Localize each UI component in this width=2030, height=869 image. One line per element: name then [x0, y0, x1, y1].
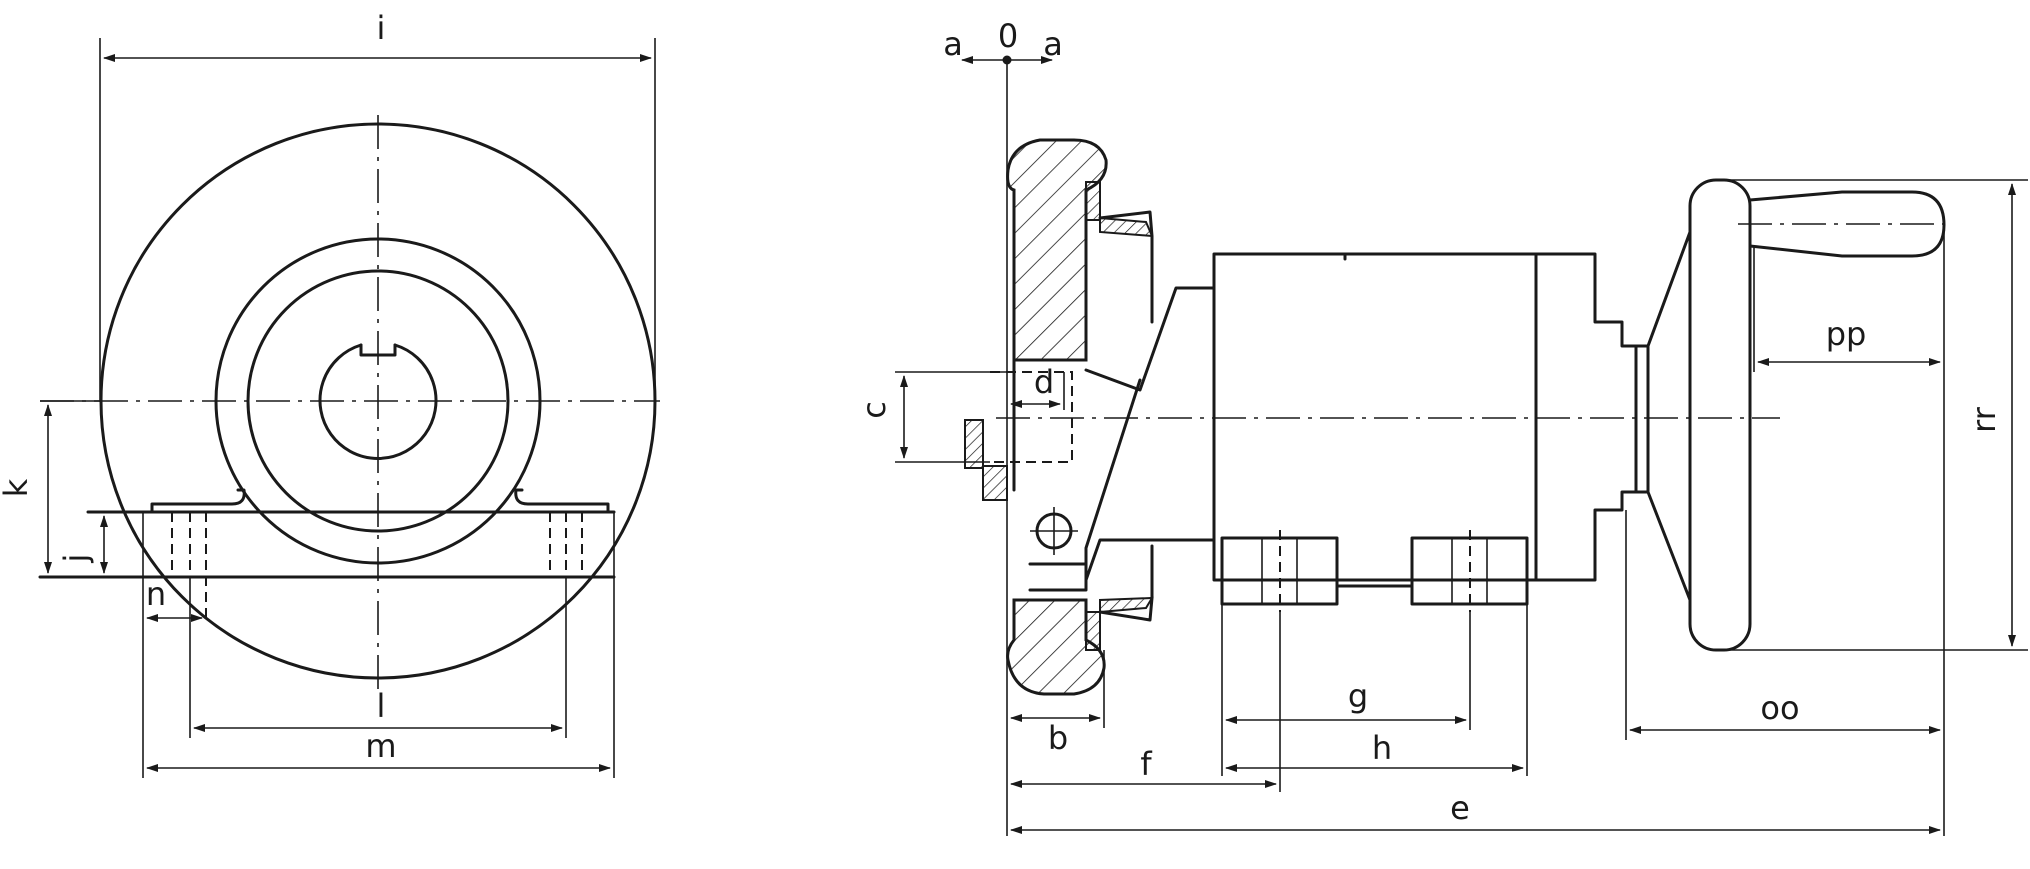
- seal-bottom-left: [1085, 611, 1101, 651]
- cone-bottom-outline: [1098, 544, 1154, 622]
- label-e: e: [1450, 789, 1470, 827]
- seal-top-left: [1085, 181, 1101, 221]
- seal-top-right: [1099, 216, 1154, 238]
- taper-bottom: [1084, 378, 1216, 582]
- label-f: f: [1140, 745, 1152, 783]
- label-g: g: [1348, 677, 1368, 715]
- label-d: d: [1034, 363, 1054, 401]
- label-l: l: [377, 687, 386, 725]
- output-cone: [1646, 230, 1692, 602]
- handwheel-rim-bottom-section: [1006, 598, 1106, 696]
- handwheel-rim-right: [1688, 178, 1752, 652]
- label-k: k: [0, 478, 35, 497]
- end-block-bolt: [982, 465, 1008, 501]
- flange-left-top: [150, 488, 246, 514]
- pin-slot: [1028, 562, 1088, 592]
- gearbox-housing: [1212, 252, 1538, 582]
- datum-point: [1002, 55, 1012, 65]
- handwheel-rim-top-section: [1006, 138, 1108, 362]
- label-pp: pp: [1826, 315, 1867, 353]
- end-view: [38, 38, 660, 778]
- dimension-labels: i k j n l m a 0 a c d b f g h e oo pp rr: [0, 9, 2003, 827]
- label-i: i: [377, 9, 386, 47]
- label-c: c: [855, 401, 893, 419]
- label-zero: 0: [998, 17, 1018, 55]
- label-h: h: [1372, 729, 1392, 767]
- label-a-left: a: [943, 25, 963, 63]
- label-j: j: [57, 554, 95, 564]
- flange-right-top: [514, 488, 610, 514]
- label-oo: oo: [1760, 689, 1799, 727]
- side-view: [895, 55, 2028, 836]
- hidden-bore: [990, 371, 1073, 463]
- end-block-section: [964, 419, 984, 469]
- housing-flange: [1534, 252, 1638, 582]
- label-m: m: [365, 727, 396, 765]
- label-a-right: a: [1043, 25, 1063, 63]
- label-n: n: [146, 575, 166, 613]
- label-b: b: [1048, 719, 1068, 757]
- output-shaft: [1634, 344, 1650, 494]
- taper-top: [1084, 286, 1216, 392]
- label-rr: rr: [1965, 406, 2003, 433]
- cone-top-outline: [1098, 210, 1154, 324]
- seal-bottom-right: [1099, 596, 1154, 614]
